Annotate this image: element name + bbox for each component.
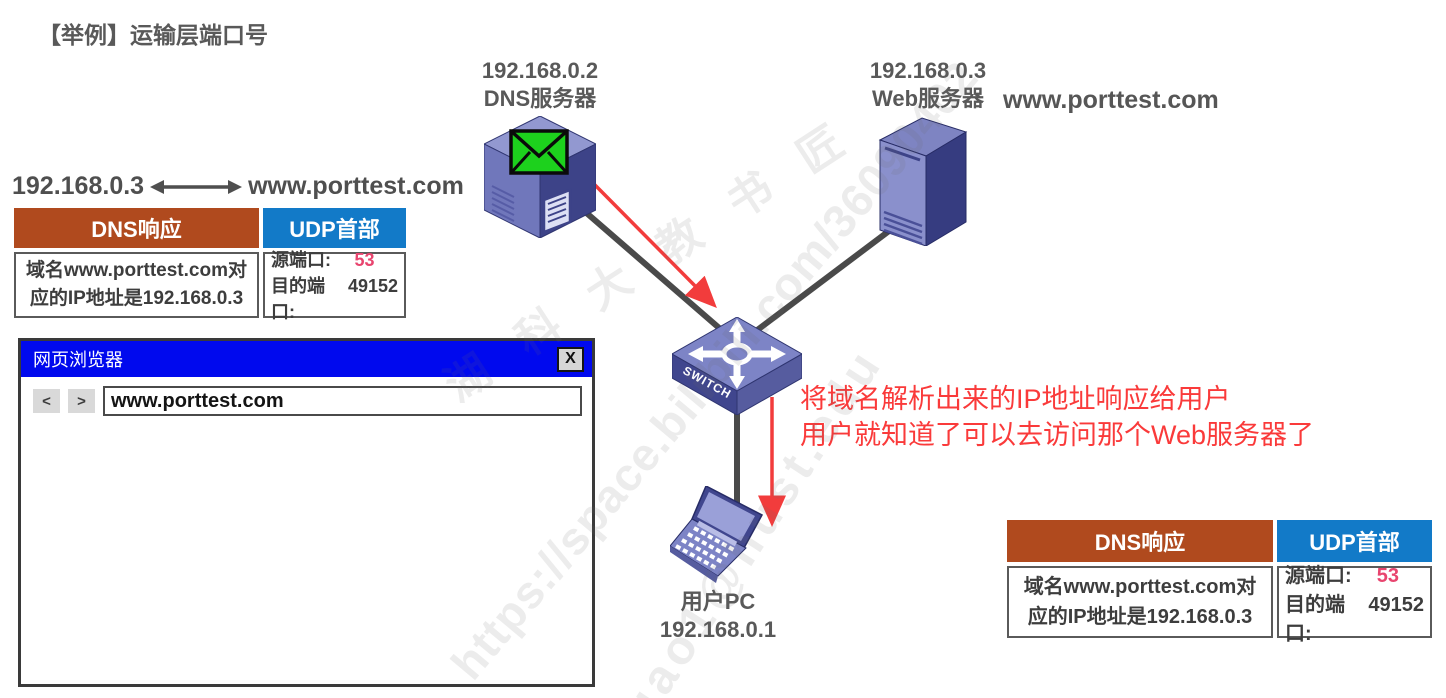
browser-toolbar: < > [33, 386, 582, 416]
switch-icon: SWITCH [672, 317, 802, 415]
line-dns-to-switch [573, 200, 735, 343]
back-button[interactable]: < [33, 389, 60, 413]
web-server-icon [878, 117, 968, 246]
dns-server-name: DNS服务器 [483, 86, 597, 112]
web-server-domain: www.porttest.com [1003, 86, 1219, 114]
dst-port-value: 49152 [1368, 593, 1424, 616]
dns-body-line2: 应的IP地址是192.168.0.3 [1027, 606, 1253, 628]
dst-port-value: 49152 [347, 276, 398, 296]
src-port-label: 源端口: [1285, 564, 1352, 587]
src-port-value: 53 [354, 250, 375, 270]
dns-body-line1: 域名www.porttest.com对 [1023, 576, 1257, 598]
dns-response-body: 域名www.porttest.com对 应的IP地址是192.168.0.3 [14, 252, 259, 318]
forward-button[interactable]: > [68, 389, 95, 413]
dns-server-label: 192.168.0.2 DNS服务器 [440, 57, 640, 113]
browser-window: 网页浏览器 X < > [18, 338, 595, 687]
dns-response-header: DNS响应 [14, 208, 259, 248]
annotation-line2: 用户就知道了可以去访问那个Web服务器了 [800, 419, 1315, 450]
dns-body-line2: 应的IP地址是192.168.0.3 [29, 288, 244, 309]
dns-body-line1: 域名www.porttest.com对 [26, 260, 247, 282]
dst-port-label: 目的端口: [271, 276, 325, 322]
browser-titlebar: 网页浏览器 X [21, 341, 592, 377]
mapping-domain: www.porttest.com [248, 172, 464, 200]
src-port-label: 源端口: [271, 250, 331, 270]
dns-server-icon [484, 116, 596, 238]
user-pc-ip: 192.168.0.1 [659, 617, 777, 643]
annotation-text: 将域名解析出来的IP地址响应给用户 用户就知道了可以去访问那个Web服务器了 [800, 382, 1314, 453]
line-web-to-switch [742, 225, 895, 343]
dns-response-body: 域名www.porttest.com对 应的IP地址是192.168.0.3 [1007, 566, 1273, 638]
mapping-ip: 192.168.0.3 [12, 172, 145, 200]
dst-port-label: 目的端口: [1285, 593, 1345, 645]
udp-header: UDP首部 [263, 208, 406, 248]
web-server-ip: 192.168.0.3 [869, 58, 987, 83]
arrow-dns-response-down-icon [592, 182, 717, 308]
udp-ports-cell: 源端口: 53 目的端口: 49152 [1277, 564, 1432, 645]
user-pc-name: 用户PC [680, 589, 756, 614]
page-title: 【举例】运输层端口号 [38, 22, 268, 48]
double-arrow-icon [150, 179, 243, 194]
mail-envelope-icon [509, 129, 569, 175]
udp-ports-cell: 源端口: 53 目的端口: 49152 [263, 250, 406, 322]
dns-response-header: DNS响应 [1007, 520, 1273, 562]
ip-domain-mapping: 192.168.0.3 www.porttest.com [12, 172, 464, 201]
user-pc-icon [670, 486, 764, 583]
annotation-line1: 将域名解析出来的IP地址响应给用户 [800, 384, 1231, 414]
web-server-label: 192.168.0.3 Web服务器 [828, 57, 1028, 113]
address-bar-input[interactable] [103, 386, 582, 416]
udp-header: UDP首部 [1277, 520, 1432, 562]
document-icon [542, 188, 572, 234]
dns-server-ip: 192.168.0.2 [481, 58, 599, 83]
web-server-name: Web服务器 [871, 86, 985, 112]
close-button[interactable]: X [557, 346, 584, 372]
user-pc-label: 用户PC 192.168.0.1 [628, 588, 808, 644]
dns-response-table-right: DNS响应 UDP首部 域名www.porttest.com对 应的IP地址是1… [1007, 520, 1432, 645]
src-port-value: 53 [1376, 564, 1399, 587]
browser-title: 网页浏览器 [33, 350, 123, 370]
dns-response-table-left: DNS响应 UDP首部 域名www.porttest.com对 应的IP地址是1… [14, 208, 406, 322]
